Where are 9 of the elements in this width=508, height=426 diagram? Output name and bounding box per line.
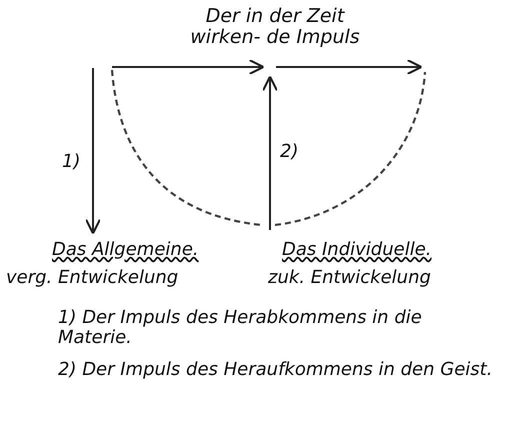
subtitle-label: zuk. Entwickelung xyxy=(268,268,432,288)
subtitle-label: verg. Entwickelung xyxy=(6,268,180,288)
title: Der in der Zeit wirken- de Impuls xyxy=(189,6,361,48)
heading-label: Das Allgemeine. xyxy=(52,240,200,260)
heading-label: Das Individuelle. xyxy=(282,240,432,260)
callout-number: 2) xyxy=(280,142,300,162)
footnote: 1) Der Impuls des Herabkommens in die Materie. xyxy=(58,308,423,348)
callout-number: 1) xyxy=(62,152,82,172)
footnote: 2) Der Impuls des Heraufkommens in den Geist. xyxy=(58,360,494,380)
